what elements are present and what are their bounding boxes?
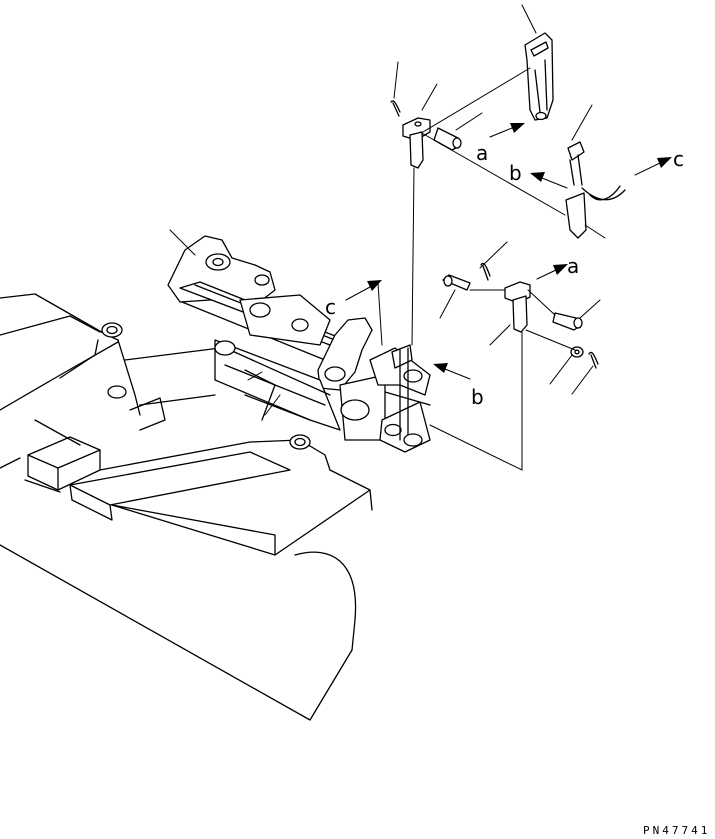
- assembly-leaders: [169, 229, 281, 416]
- blade: [0, 293, 373, 721]
- arrow-a-lower-head: [553, 264, 568, 275]
- arrow-a-upper-head: [510, 123, 525, 133]
- direction-arrows: [345, 123, 672, 380]
- label-a-upper: a: [476, 141, 488, 165]
- label-a-lower: a: [567, 254, 579, 278]
- lower-lock-assembly: [377, 241, 601, 471]
- mount-assembly: [167, 235, 431, 453]
- drawing-code: PN47741: [643, 824, 710, 837]
- label-c-mid: c: [325, 295, 336, 319]
- upper-lock-assembly: [390, 4, 626, 346]
- label-c-upper: c: [673, 147, 684, 171]
- arrow-c-mid-head: [367, 280, 382, 291]
- label-b-mid: b: [471, 385, 484, 409]
- arrow-b-mid-head: [433, 363, 448, 373]
- label-b-upper: b: [509, 161, 522, 185]
- arrow-b-upper-head: [530, 172, 545, 182]
- arrow-c-upper-head: [657, 157, 672, 168]
